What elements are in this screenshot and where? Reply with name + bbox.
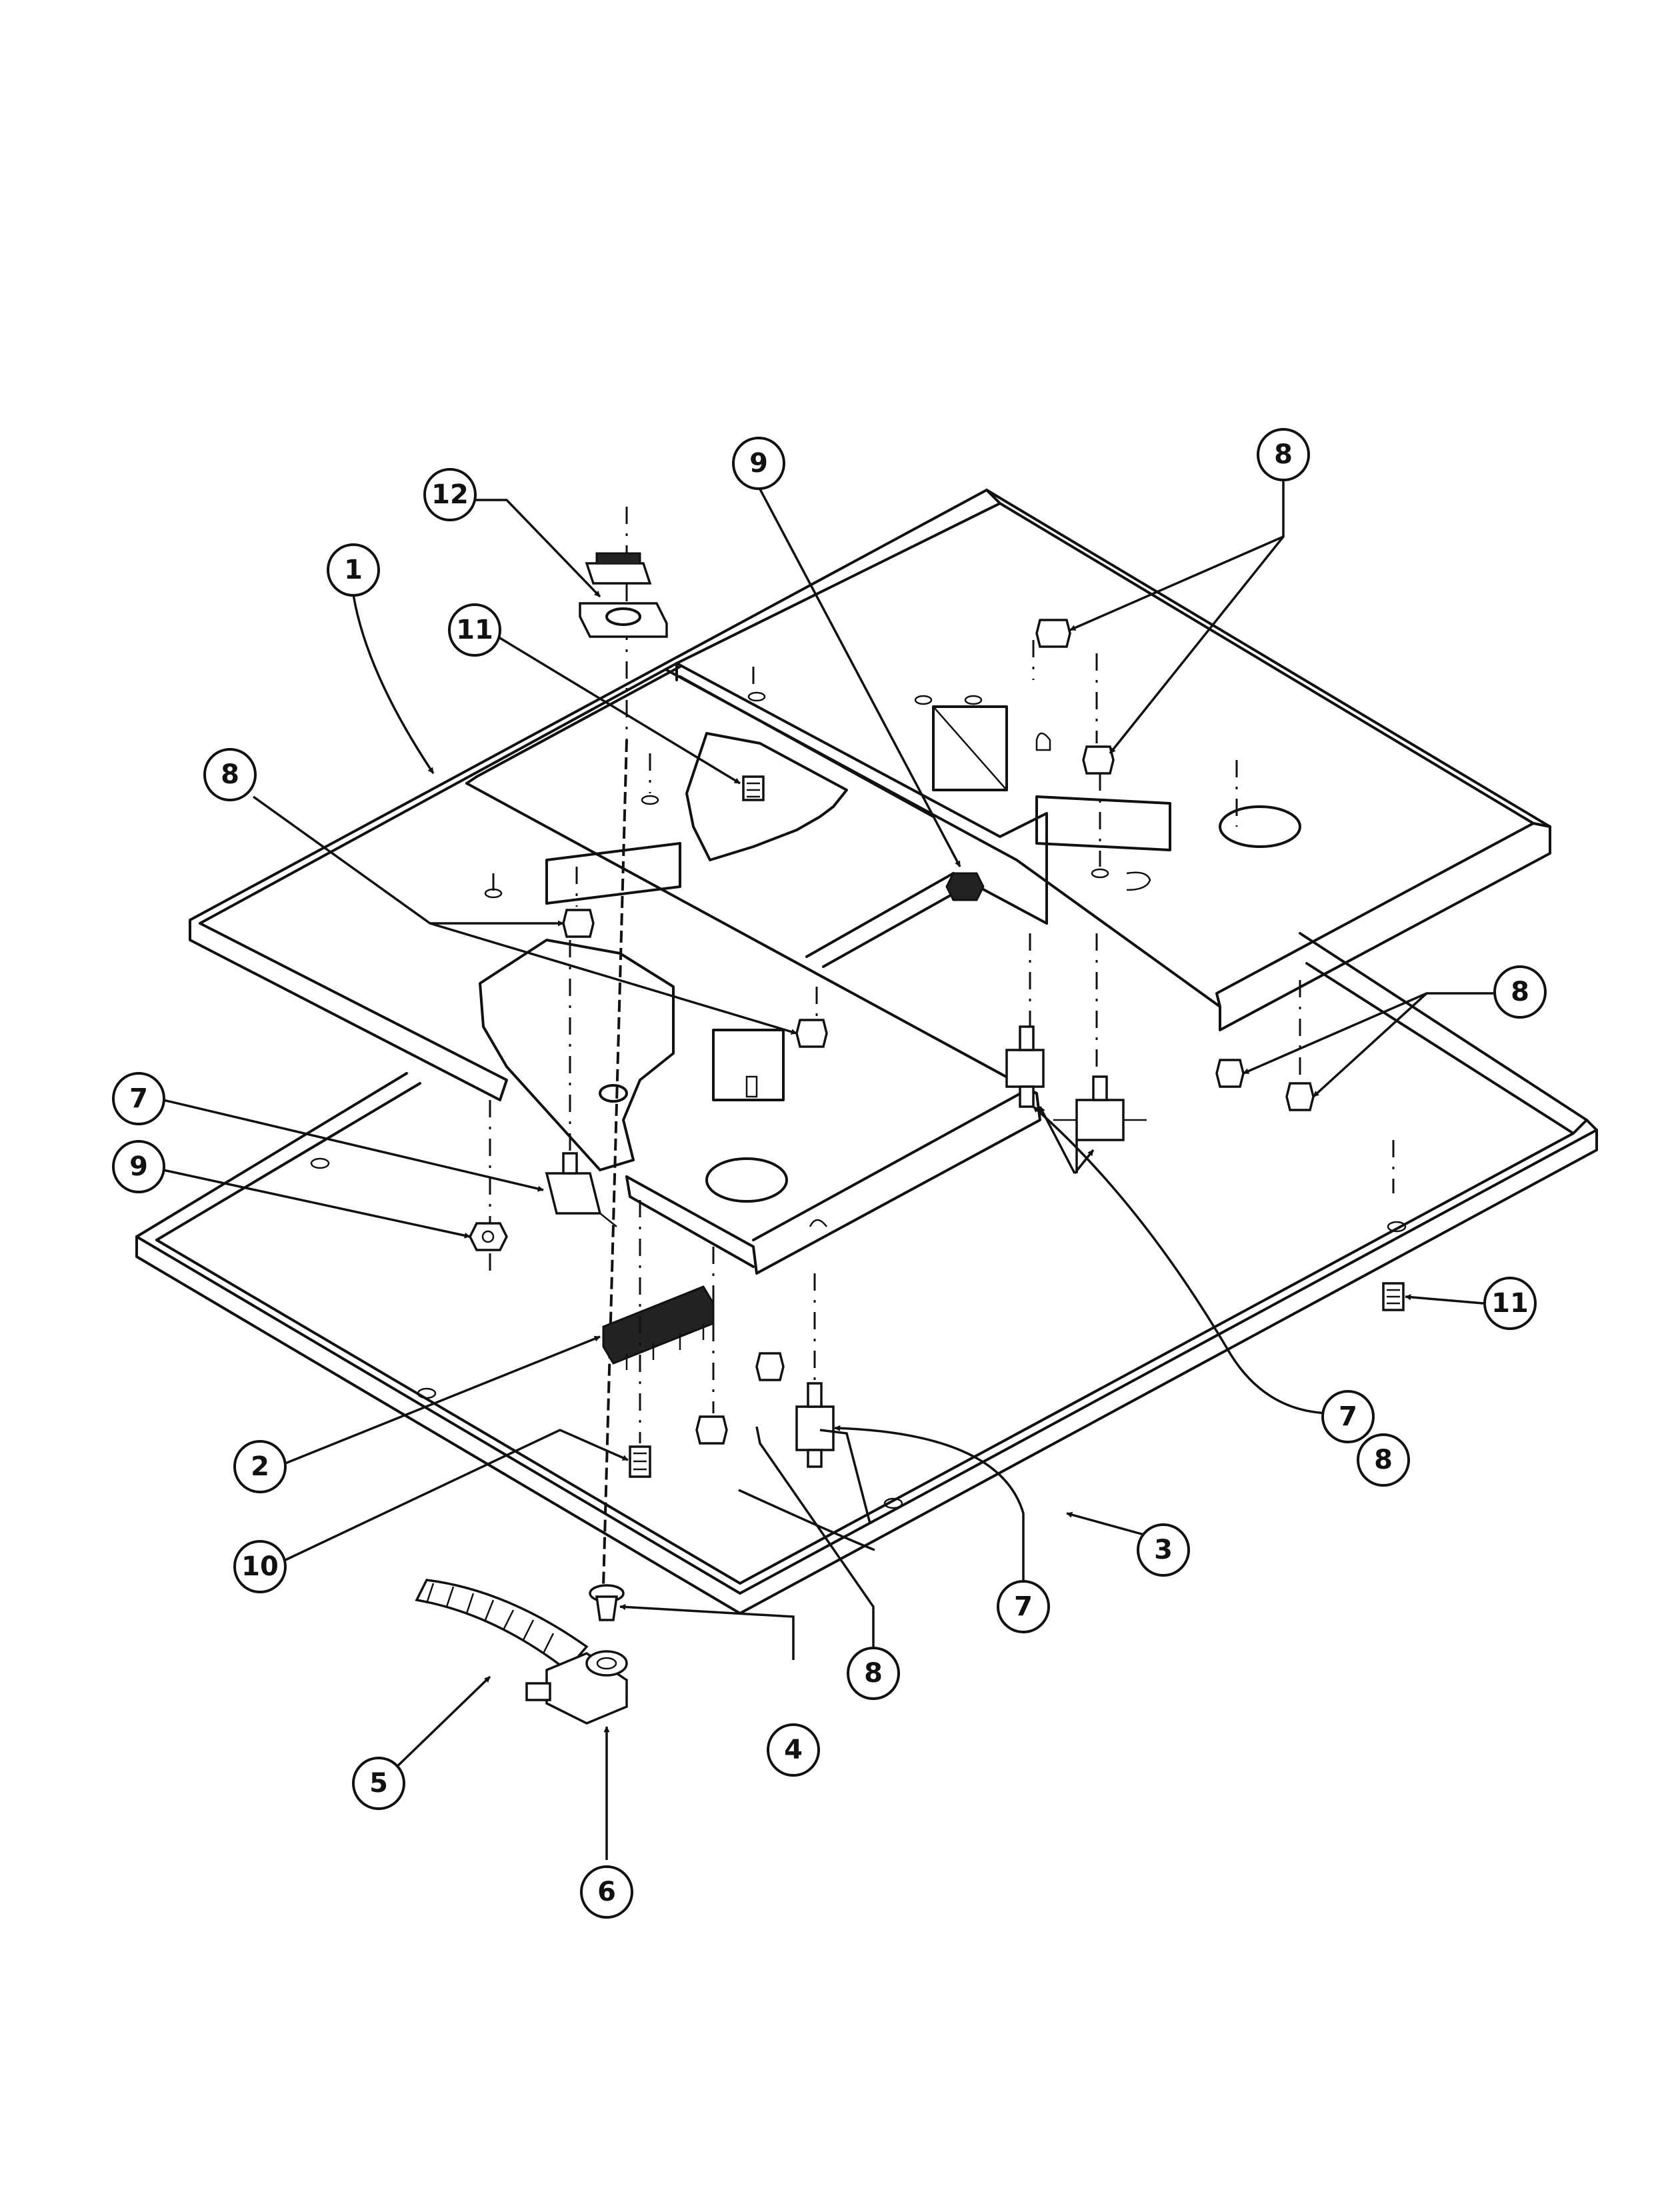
nut-top-right-b: [1082, 745, 1115, 775]
callout-10: 10: [233, 1540, 287, 1593]
svg-text:3: 3: [1154, 1535, 1173, 1565]
svg-text:1: 1: [344, 555, 363, 585]
svg-text:8: 8: [1511, 977, 1529, 1007]
svg-text:8: 8: [221, 759, 239, 790]
callout-8-left: 8: [203, 748, 257, 801]
valve-right: [1053, 1075, 1147, 1141]
callout-8-top-right: 8: [1257, 428, 1310, 481]
callout-2: 2: [233, 1440, 287, 1493]
svg-text:8: 8: [1374, 1445, 1393, 1475]
nut-right-pan-b: [1285, 1082, 1315, 1111]
callout-9-top: 9: [732, 437, 785, 490]
svg-text:11: 11: [1491, 1288, 1529, 1319]
callout-7-lower: 7: [997, 1580, 1050, 1633]
nut-left-top-b: [795, 1019, 828, 1048]
svg-text:10: 10: [241, 1551, 279, 1582]
screw-top: [742, 775, 765, 801]
svg-text:6: 6: [597, 1877, 616, 1907]
callout-4: 4: [767, 1723, 820, 1777]
screw-lower: [629, 1445, 651, 1478]
svg-text:9: 9: [749, 448, 768, 479]
nut-left-top-a: [562, 909, 595, 938]
callout-3: 3: [1137, 1523, 1190, 1577]
center-line-lower: [602, 739, 628, 1587]
svg-text:8: 8: [864, 1658, 883, 1689]
valve-center: [1005, 1025, 1045, 1108]
callout-7-left: 7: [112, 1072, 165, 1125]
callout-12: 12: [423, 468, 477, 521]
main-top-tray: [189, 489, 1551, 1275]
callout-11-top: 11: [448, 603, 501, 657]
callout-5: 5: [352, 1757, 405, 1810]
svg-text:12: 12: [431, 479, 469, 510]
svg-text:5: 5: [369, 1768, 388, 1799]
svg-text:8: 8: [1274, 439, 1293, 470]
nut-top-right-a: [1035, 619, 1071, 648]
callout-11-right: 11: [1483, 1277, 1537, 1330]
svg-text:7: 7: [1014, 1591, 1033, 1622]
svg-text:7: 7: [129, 1083, 148, 1114]
svg-text:7: 7: [1339, 1401, 1357, 1432]
base-pan: [135, 872, 1598, 1615]
callout-7-lower-right: 7: [1321, 1390, 1375, 1443]
svg-text:4: 4: [784, 1735, 803, 1765]
nut-center: [945, 872, 985, 901]
nut-left: [469, 1222, 508, 1251]
callout-6: 6: [580, 1865, 633, 1919]
hose-fitting: [525, 1650, 628, 1725]
callout-8-right: 8: [1493, 965, 1547, 1019]
svg-text:2: 2: [251, 1451, 269, 1482]
hose: [415, 1579, 589, 1672]
callout-8-lower: 8: [847, 1647, 900, 1700]
callout-9-left: 9: [112, 1140, 165, 1193]
nut-lower-a: [695, 1415, 728, 1445]
svg-text:9: 9: [129, 1151, 148, 1182]
callout-8-lower-right: 8: [1357, 1433, 1410, 1487]
valve-lower: [795, 1382, 835, 1468]
callout-1: 1: [327, 543, 380, 597]
leader-lines: [163, 480, 1493, 1860]
screw-right: [1382, 1282, 1405, 1311]
grommet: [589, 1584, 625, 1621]
nut-lower-b: [755, 1352, 785, 1381]
top-knob: [579, 552, 668, 638]
terminal-block: [602, 1285, 715, 1370]
nut-right-pan-a: [1215, 1059, 1245, 1088]
svg-text:11: 11: [456, 615, 493, 645]
valve-left: [545, 1152, 617, 1227]
